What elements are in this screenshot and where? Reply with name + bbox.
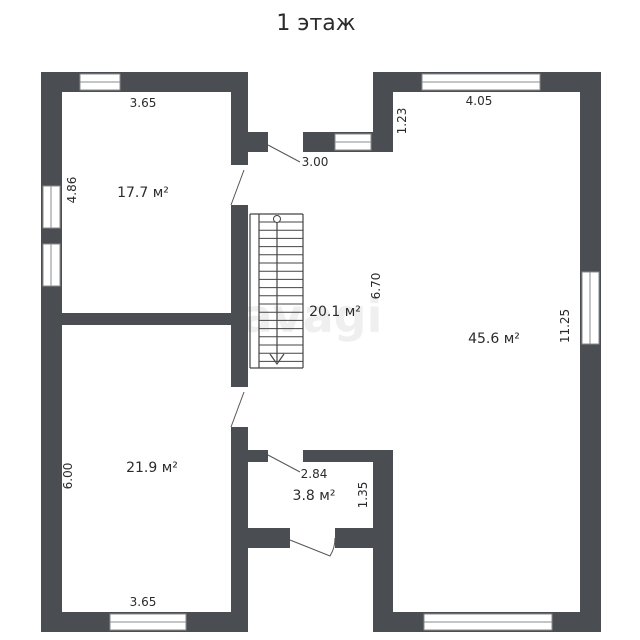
door-bath-bottom [289, 537, 336, 557]
window-room1-left-a [42, 185, 61, 229]
hall-area: 20.1 м² [309, 304, 361, 320]
dim-living-top: 4.05 [466, 94, 493, 108]
door-room1 [230, 169, 245, 206]
stair-start-marker [273, 215, 281, 223]
window-room1-top [79, 73, 121, 91]
window-living-bottom [423, 613, 553, 631]
dim-bath-height: 1.35 [356, 482, 370, 509]
bath-area: 3.8 м² [293, 488, 336, 504]
wall-vestibule-stub [248, 132, 268, 152]
window-living-right [581, 271, 600, 345]
wall-bath-top-stub [248, 450, 268, 462]
wall-center [231, 205, 248, 387]
dim-hall-height: 6.70 [369, 273, 383, 300]
staircase [249, 213, 304, 369]
dim-room1-left: 4.86 [65, 177, 79, 204]
wall-room1-right-upper [231, 72, 248, 165]
stair-arrow-icon [269, 353, 285, 366]
window-living-top [421, 73, 541, 91]
window-room1-left-b [42, 243, 61, 287]
wall-bath-top [303, 450, 393, 462]
dim-room2-left: 6.00 [61, 463, 75, 490]
dim-entry: 3.00 [302, 155, 329, 169]
window-room2-bottom [109, 613, 187, 631]
wall-top-left [41, 72, 248, 92]
dim-living-notch: 1.23 [395, 108, 409, 135]
floor-title: 1 этаж [276, 11, 355, 36]
door-entry [267, 144, 301, 163]
dim-bath-width: 2.84 [301, 467, 328, 481]
door-room2 [230, 391, 245, 428]
wall-bath-bottom-left [248, 528, 290, 548]
windows [42, 73, 600, 631]
dim-room2-bottom: 3.65 [130, 595, 157, 609]
wall-room2-right [231, 427, 248, 632]
watermark: avagi [242, 289, 383, 343]
door-bath-top [267, 454, 301, 473]
dim-living-right: 11.25 [558, 309, 572, 343]
wall-room-divider [41, 313, 248, 325]
wall-left [41, 72, 62, 632]
living-area: 45.6 м² [468, 331, 520, 347]
room1-area: 17.7 м² [117, 185, 169, 201]
wall-right [580, 72, 601, 632]
window-entry [334, 133, 372, 151]
doors [230, 144, 336, 557]
room2-area: 21.9 м² [126, 460, 178, 476]
dim-room1-top: 3.65 [130, 96, 157, 110]
wall-bath-bottom-right [335, 528, 393, 548]
